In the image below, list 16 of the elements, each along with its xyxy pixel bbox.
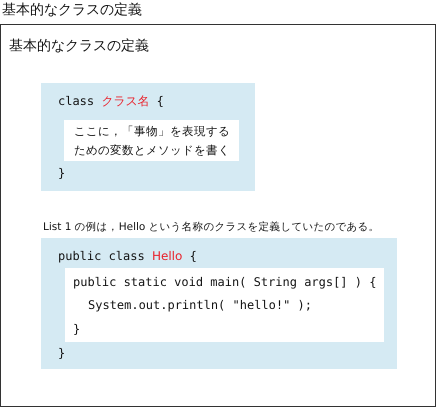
code-line: public static void main( String args[] ) {	[73, 274, 376, 290]
code-block	[65, 268, 384, 342]
panel-heading: 基本的なクラスの定義	[9, 37, 149, 55]
comment-box	[64, 120, 239, 161]
code-line: }	[58, 345, 66, 361]
comment-text: ここに，「事物」を表現するための変数とメソッドを書く	[74, 123, 231, 159]
code-line: System.out.println( "hello!" );	[88, 297, 312, 313]
page-title: 基本的なクラスの定義	[2, 1, 142, 19]
panel-frame	[0, 24, 436, 407]
code-line: class クラス名 {	[58, 93, 164, 109]
body-text: List 1 の例は，Hello という名称のクラスを定義していたのである。	[43, 220, 380, 234]
code-line: }	[58, 165, 66, 181]
code-line: }	[73, 321, 80, 337]
code-block	[41, 238, 397, 369]
code-block	[41, 83, 255, 191]
code-line: public class Hello {	[58, 248, 197, 264]
